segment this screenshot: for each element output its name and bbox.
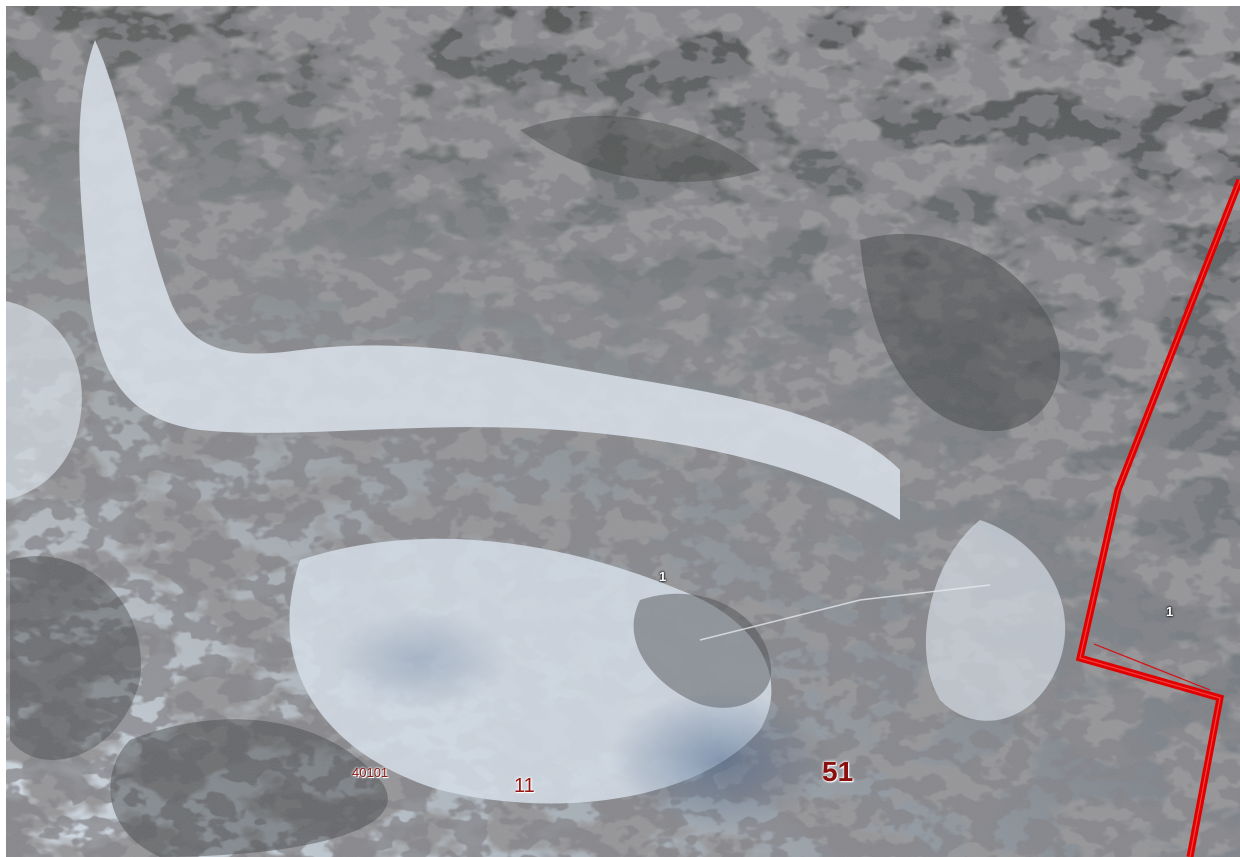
parcel-boundary-line bbox=[1075, 178, 1240, 857]
parcel-label-1-east[interactable]: 1 bbox=[1166, 604, 1174, 619]
parcel-label-51[interactable]: 51 bbox=[822, 756, 854, 787]
parcel-label-1-center[interactable]: 1 bbox=[659, 569, 667, 584]
parcel-label-11[interactable]: 11 bbox=[514, 775, 535, 797]
property-label-40101[interactable]: 40101 bbox=[352, 765, 389, 780]
